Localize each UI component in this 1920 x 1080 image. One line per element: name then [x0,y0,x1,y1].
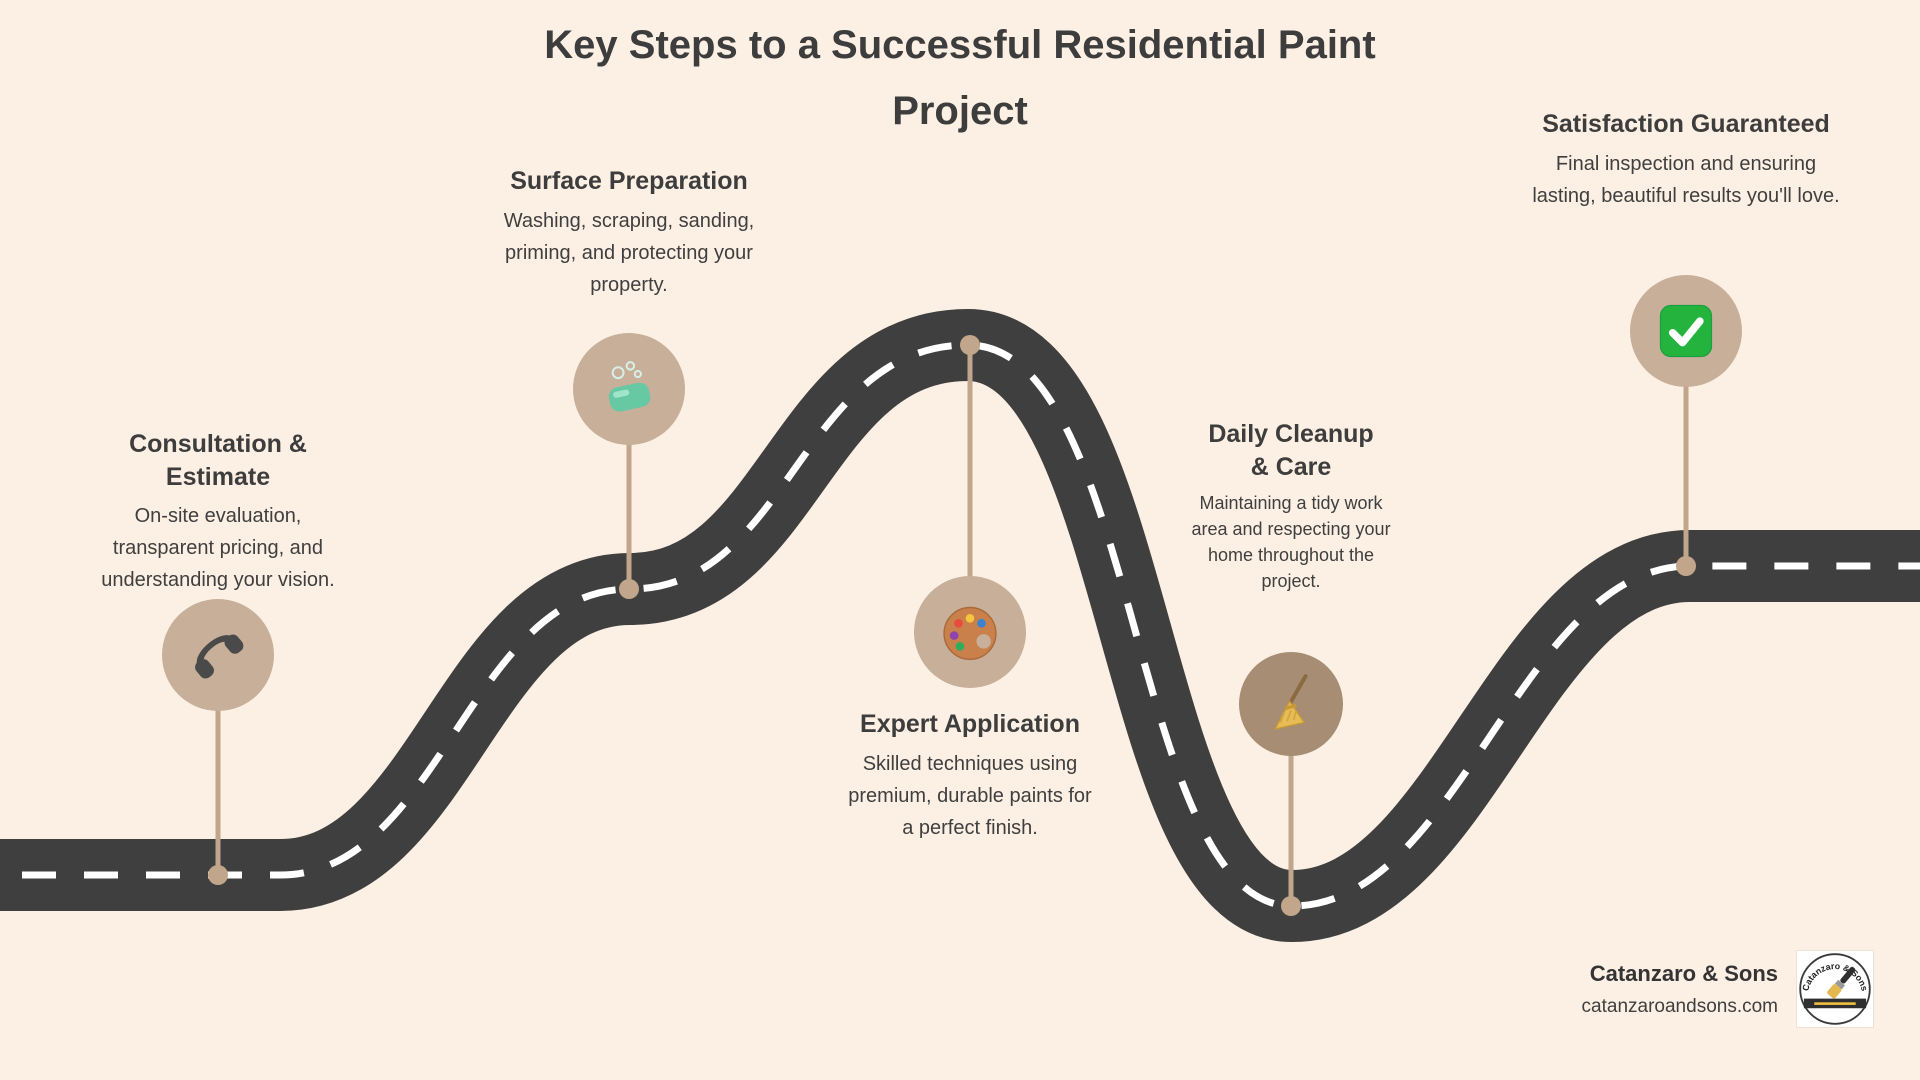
milestone-consultation-text: Consultation & Estimate On-site evaluati… [83,428,353,596]
milestone-dot [619,579,639,599]
check-icon [1659,304,1713,358]
broom-icon [1273,674,1308,731]
milestone-surface-prep-node [573,333,685,445]
milestone-surface-prep-text: Surface Preparation Washing, scraping, s… [489,165,769,301]
milestone-description: On-site evaluation, transparent pricing,… [101,505,335,591]
footer-website: catanzaroandsons.com [1581,995,1778,1017]
milestone-title: Expert Application [860,710,1080,738]
company-logo-icon: Catanzaro & Sons [1796,950,1874,1028]
page-title-line1: Key Steps to a Successful Residential Pa… [544,23,1376,67]
milestone-dot [960,335,980,355]
milestone-dot [1676,556,1696,576]
milestone-dot [208,865,228,885]
milestone-cleanup-text: Daily Cleanup & Care Maintaining a tidy … [1191,418,1391,594]
milestone-dot [1281,896,1301,916]
milestone-description: Skilled techniques using premium, durabl… [848,752,1092,839]
milestone-title: Daily Cleanup & Care [1208,420,1374,481]
milestone-title: Consultation & Estimate [129,430,307,491]
footer-text: Catanzaro & Sons catanzaroandsons.com [1582,961,1778,1018]
milestone-description: Maintaining a tidy work area and respect… [1191,493,1391,592]
milestone-application-text: Expert Application Skilled techniques us… [845,708,1095,844]
palette-icon [943,606,997,661]
milestone-description: Washing, scraping, sanding, priming, and… [503,209,755,296]
milestone-title: Satisfaction Guaranteed [1542,110,1830,138]
page-title: Key Steps to a Successful Residential Pa… [0,12,1920,144]
company-logo-badge-icon: Catanzaro & Sons [1799,953,1871,1025]
road-center-line [0,341,1920,910]
page-title-line2: Project [892,89,1028,133]
milestone-application-node [914,576,1026,688]
footer: Catanzaro & Sons catanzaroandsons.com Ca… [1582,950,1874,1028]
milestone-title: Surface Preparation [510,167,748,195]
phone-icon [195,634,244,679]
milestone-satisfaction-text: Satisfaction Guaranteed Final inspection… [1526,108,1846,212]
footer-company-name: Catanzaro & Sons [1589,960,1778,986]
milestone-description: Final inspection and ensuring lasting, b… [1532,152,1840,207]
soap-icon [608,361,651,412]
milestone-satisfaction-node [1630,275,1742,387]
milestone-consultation-node [162,599,274,711]
milestone-cleanup-node [1239,652,1343,756]
